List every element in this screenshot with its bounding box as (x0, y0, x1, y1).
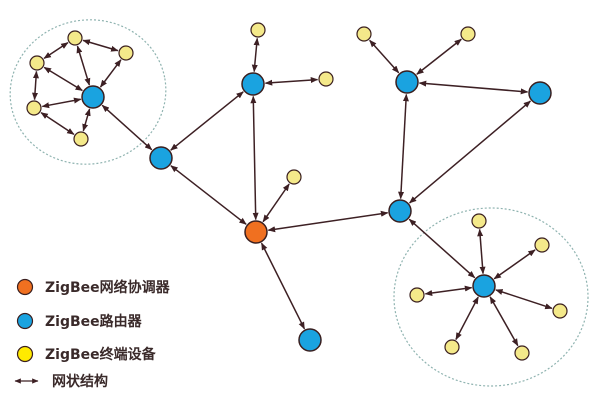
end-device-node (514, 345, 530, 361)
cluster-left (9, 19, 167, 165)
end-device-node (250, 22, 266, 38)
edge-RG-E13 (424, 285, 473, 296)
edge-RD-RE (418, 80, 529, 95)
end-device-node (29, 55, 45, 71)
edge-RG-E11 (477, 228, 486, 275)
coordinator-icon (16, 278, 34, 296)
legend-label-end-device: ZigBee终端设备 (45, 346, 157, 363)
legend-label-coordinator: ZigBee网络协调器 (45, 279, 171, 296)
node-group (26, 22, 568, 361)
router-node (528, 81, 552, 105)
router-node (298, 328, 322, 352)
end-device-node (409, 287, 425, 303)
edge-RA-E2 (99, 59, 122, 88)
cluster-right (393, 207, 589, 387)
end-device-icon (16, 345, 34, 363)
edge-RC-E6 (251, 37, 260, 73)
legend-item-mesh-link: 网状结构 (14, 373, 108, 390)
edge-RC-E7 (264, 77, 319, 86)
router-node (241, 72, 265, 96)
router-node (395, 70, 419, 94)
cluster-group (9, 19, 589, 387)
edge-C-E8 (262, 183, 290, 223)
legend-item-router: ZigBee路由器 (16, 312, 143, 330)
edge-RG-E14 (495, 289, 553, 310)
edge-group (32, 37, 553, 347)
end-device-node (534, 237, 550, 253)
edge-E1-E3 (43, 42, 69, 59)
edge-C-RH (260, 242, 306, 330)
router-node (472, 274, 496, 298)
edge-RD-RF (398, 93, 409, 200)
end-device-node (318, 71, 334, 87)
edge-RG-E16 (489, 296, 519, 347)
edge-RA-RB (101, 104, 153, 151)
legend: ZigBee网络协调器 ZigBee路由器 ZigBee终端设备 网状结构 (14, 278, 171, 390)
edge-RF-RG (408, 218, 476, 279)
legend-item-coordinator: ZigBee网络协调器 (16, 278, 171, 296)
edge-E4-E5 (40, 112, 75, 135)
edge-RG-E12 (493, 249, 536, 280)
router-node (388, 199, 412, 223)
end-device-node (460, 26, 476, 42)
edge-RE-RF (408, 100, 532, 204)
edge-C-RF (267, 210, 389, 233)
edge-RA-E1 (76, 45, 91, 86)
edge-RA-E5 (82, 108, 91, 132)
edge-RB-C (170, 165, 247, 225)
edge-RA-E3 (43, 66, 83, 92)
edge-RD-E9 (369, 39, 400, 74)
router-node (81, 85, 105, 109)
router-icon (16, 312, 34, 330)
end-device-node (444, 339, 460, 355)
edge-RG-E15 (455, 296, 479, 341)
end-device-node (552, 303, 568, 319)
legend-label-router: ZigBee路由器 (45, 313, 143, 330)
end-device-node (118, 45, 134, 61)
legend-item-end-device: ZigBee终端设备 (16, 345, 157, 363)
edge-RC-C (250, 95, 259, 221)
legend-label-mesh-link: 网状结构 (52, 373, 108, 390)
end-device-node (471, 213, 487, 229)
edge-E1-E2 (82, 39, 119, 52)
end-device-node (73, 131, 89, 147)
coordinator-node (244, 220, 268, 244)
end-device-node (26, 100, 42, 116)
end-device-node (286, 169, 302, 185)
edge-E3-E4 (32, 70, 39, 101)
end-device-node (67, 30, 83, 46)
edge-RA-E4 (41, 97, 82, 109)
end-device-node (356, 26, 372, 42)
edge-RD-E10 (416, 38, 462, 75)
edge-RB-RC (170, 91, 244, 151)
router-node (149, 146, 173, 170)
